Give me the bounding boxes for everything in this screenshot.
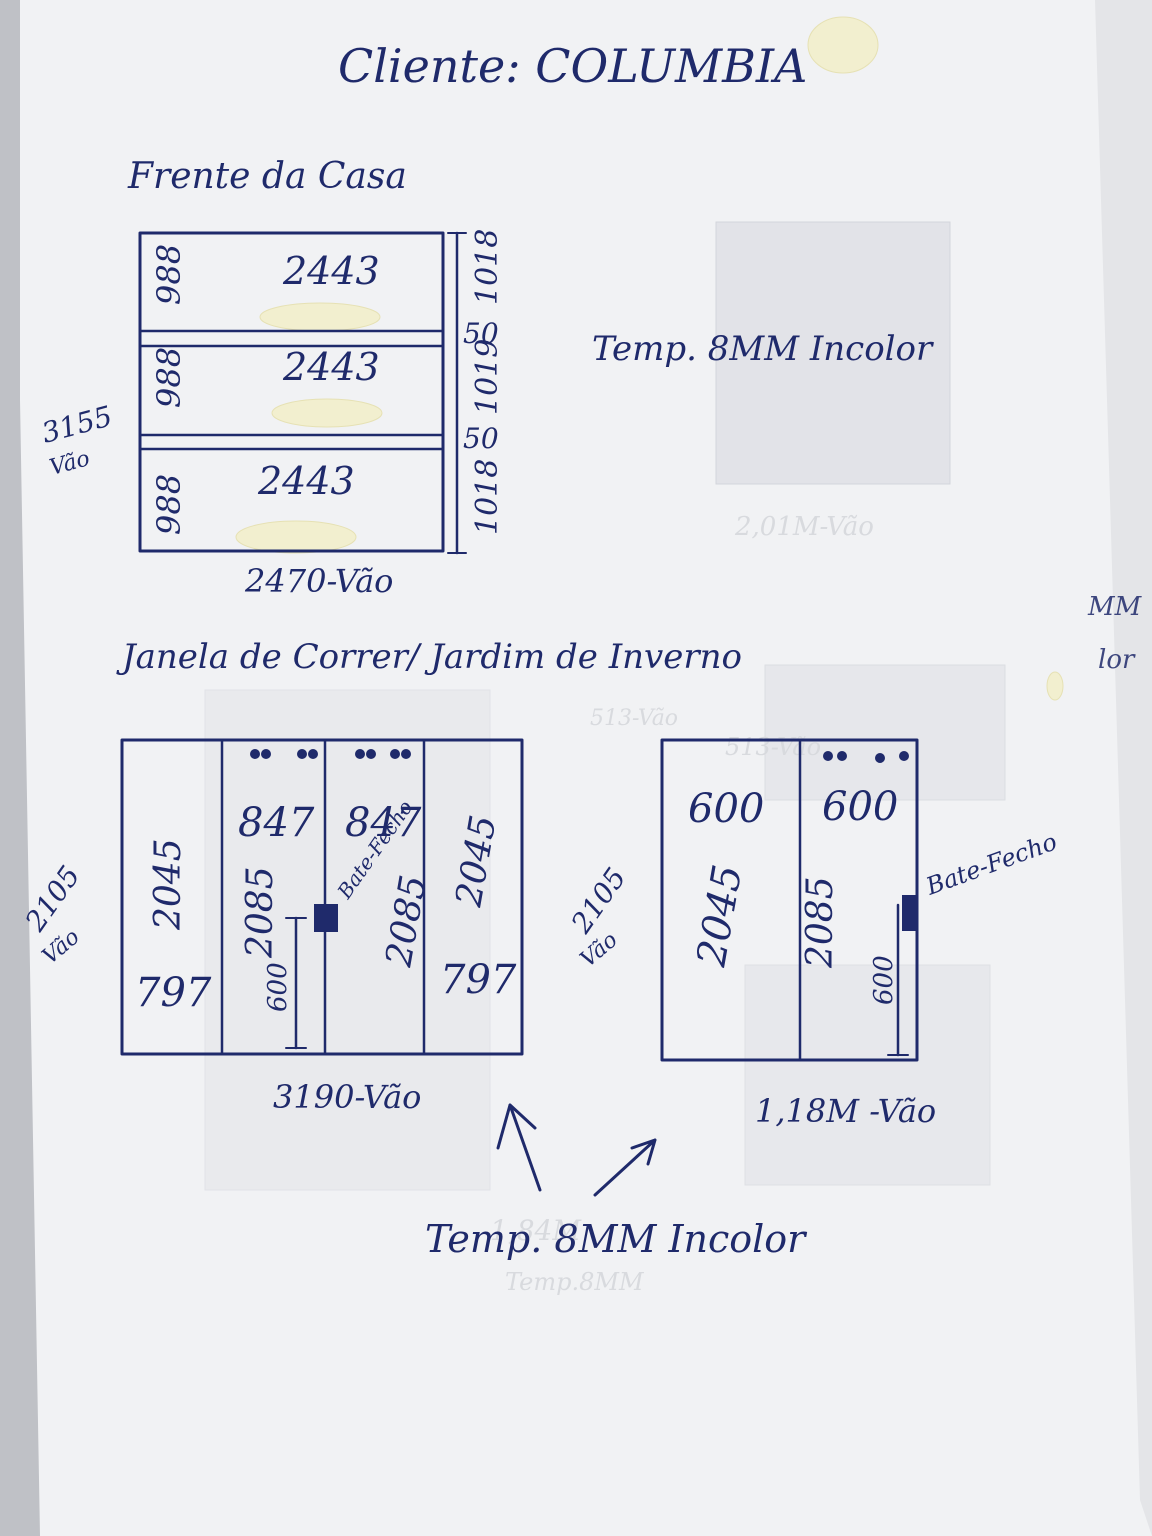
panel-width-label: 847 [238,800,315,846]
panel-width-label: 797 [440,957,517,1003]
panel-width-label: 797 [135,970,212,1016]
pane-height-label: 988 [150,474,188,535]
panel-height-label: 2045 [148,838,189,931]
pane-width-label: 2443 [282,249,380,293]
pane-width-label: 2443 [282,345,380,389]
svg-text:2,01M-Vão: 2,01M-Vão [734,512,874,542]
right-height-label: 1018 [470,459,505,535]
edge-text-fragment: lor [1098,645,1136,675]
right-height-label: 1018 [470,229,505,305]
panel-width-label: 600 [822,784,898,830]
indent-impressions [204,221,1006,1191]
lock-height-label: 600 [869,955,899,1005]
correction-fluid-marks [235,16,1064,701]
pane-width-label: 2443 [257,459,355,503]
ghost-writing: 2,01M-Vão 513-Vão 513-Vão 1,84M Temp.8MM [490,512,874,1296]
edge-text-fragment: MM [1087,592,1143,622]
right-height-label: 1019 [470,339,505,415]
lock-latch-block [314,904,338,932]
svg-text:513-Vão: 513-Vão [725,733,821,761]
svg-text:1,84M: 1,84M [490,1214,582,1247]
panel-height-label: 2085 [240,866,281,959]
pane-height-label: 988 [150,244,188,305]
pane-height-label: 988 [150,347,188,408]
front-window-diagram: 2443 2443 2443 988 988 988 1018 50 1019 … [38,229,505,600]
panel-width-label: 600 [688,786,764,832]
total-width-label: 3190-Vão [273,1078,421,1116]
roller-holes [823,751,909,763]
section-sliding-title: Janela de Correr/ Jardim de Inverno [116,637,742,677]
lock-height-label: 600 [263,962,293,1012]
svg-text:513-Vão: 513-Vão [590,706,678,731]
total-width-label: 2470-Vão [244,562,393,600]
section-front-title: Frente da Casa [127,156,407,197]
roller-holes [250,749,411,759]
arrow-icon [496,1103,542,1192]
left-window-frame [120,738,524,1056]
total-width-label: 1,18M -Vão [755,1092,936,1130]
client-title: Cliente: COLUMBIA [338,39,807,93]
glass-spec-note: Temp. 8MM Incolor [425,1217,808,1261]
front-window-frame [138,231,445,553]
panel-width-label: 847 [345,800,422,846]
panel-height-label: 2085 [800,876,841,969]
gap-label: 50 [463,422,499,455]
pointer-arrows [496,1103,657,1197]
lock-latch-block [902,895,918,931]
arrow-icon [593,1138,657,1197]
gap-label: 50 [463,317,499,350]
svg-text:Temp.8MM: Temp.8MM [505,1268,645,1296]
glass-spec-note: Temp. 8MM Incolor [592,329,934,369]
